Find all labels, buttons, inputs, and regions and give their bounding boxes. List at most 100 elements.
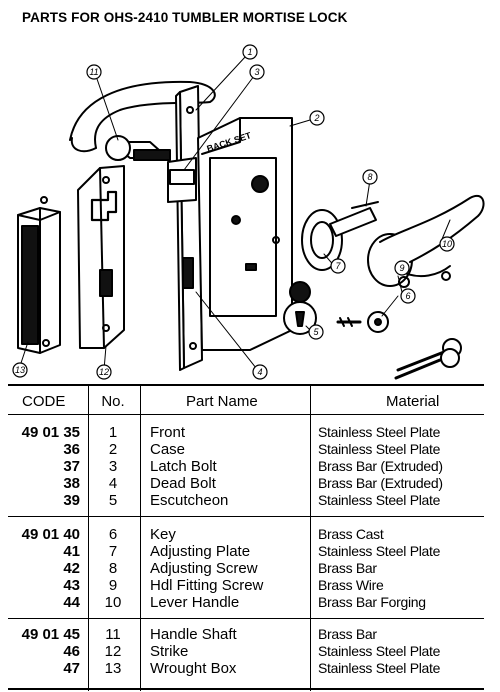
callout-8: 8 <box>362 169 378 185</box>
callout-12: 12 <box>96 364 112 380</box>
part-name-cell: Latch Bolt <box>150 458 217 475</box>
code-cell: 46 <box>63 643 80 660</box>
exploded-lock-drawing: BACK SET <box>0 30 500 380</box>
table-row: 43 9 Hdl Fitting Screw Brass Wire <box>0 577 500 594</box>
table-row: 38 4 Dead Bolt Brass Bar (Extruded) <box>0 475 500 492</box>
code-cell: 36 <box>63 441 80 458</box>
callout-4: 4 <box>252 364 268 380</box>
callout-1: 1 <box>242 44 258 60</box>
svg-text:7: 7 <box>335 261 341 271</box>
material-cell: Brass Bar (Extruded) <box>318 458 443 474</box>
callout-markers: 1 3 2 4 5 6 7 8 9 10 11 12 13 <box>12 44 455 380</box>
svg-text:3: 3 <box>254 67 259 77</box>
svg-text:4: 4 <box>257 367 262 377</box>
svg-text:5: 5 <box>313 327 319 337</box>
svg-text:11: 11 <box>89 67 98 77</box>
part-name-cell: Handle Shaft <box>150 626 237 643</box>
table-row: 49 01 40 6 Key Brass Cast <box>0 526 500 543</box>
callout-9: 9 <box>394 260 410 276</box>
adjusting-plate-part <box>301 207 377 271</box>
material-cell: Brass Bar Forging <box>318 594 426 610</box>
code-cell: 41 <box>63 543 80 560</box>
number-cell: 11 <box>105 626 121 643</box>
callout-13: 13 <box>12 362 28 378</box>
number-cell: 3 <box>108 458 118 475</box>
number-cell: 12 <box>104 643 122 660</box>
material-cell: Stainless Steel Plate <box>318 441 441 457</box>
code-cell: 39 <box>63 492 80 509</box>
number-cell: 10 <box>104 594 122 611</box>
svg-text:13: 13 <box>15 365 25 375</box>
code-cell: 47 <box>63 660 80 677</box>
number-cell: 8 <box>108 560 118 577</box>
lever-handle-right-part <box>367 195 485 288</box>
material-cell: Stainless Steel Plate <box>318 643 441 659</box>
part-name-cell: Dead Bolt <box>150 475 216 492</box>
adjusting-screw-part <box>351 201 379 209</box>
table-row: 47 13 Wrought Box Stainless Steel Plate <box>0 660 500 677</box>
number-cell: 9 <box>108 577 118 594</box>
escutcheon-part <box>283 281 317 335</box>
part-name-cell: Wrought Box <box>150 660 237 677</box>
code-cell: 42 <box>63 560 80 577</box>
number-cell: 13 <box>104 660 122 677</box>
group-divider <box>8 516 484 517</box>
page-title: PARTS FOR OHS-2410 TUMBLER MORTISE LOCK <box>22 10 348 25</box>
callout-11: 11 <box>86 64 102 80</box>
code-cell: 44 <box>63 594 80 611</box>
material-cell: Brass Bar <box>318 626 377 642</box>
lock-case-part <box>197 117 293 351</box>
part-name-cell: Hdl Fitting Screw <box>150 577 264 594</box>
callout-10: 10 <box>439 236 455 252</box>
part-name-cell: Escutcheon <box>150 492 229 509</box>
table-row: 42 8 Adjusting Screw Brass Bar <box>0 560 500 577</box>
code-cell: 43 <box>63 577 80 594</box>
part-name-cell: Lever Handle <box>150 594 240 611</box>
header-code: CODE <box>22 393 66 410</box>
table-row: 49 01 45 11 Handle Shaft Brass Bar <box>0 626 500 643</box>
material-cell: Brass Cast <box>318 526 384 542</box>
part-name-cell: Front <box>150 424 186 441</box>
part-name-cell: Adjusting Screw <box>150 560 258 577</box>
material-cell: Brass Bar (Extruded) <box>318 475 443 491</box>
table-row: 44 10 Lever Handle Brass Bar Forging <box>0 594 500 611</box>
code-cell: 49 01 45 <box>21 626 80 643</box>
table-row: 49 01 35 1 Front Stainless Steel Plate <box>0 424 500 441</box>
table-bottom-rule <box>8 688 484 690</box>
code-cell: 49 01 35 <box>21 424 80 441</box>
callout-6: 6 <box>400 288 416 304</box>
wrought-box-part <box>17 196 61 354</box>
table-row: 46 12 Strike Stainless Steel Plate <box>0 643 500 660</box>
number-cell: 1 <box>108 424 118 441</box>
part-name-cell: Case <box>150 441 186 458</box>
svg-text:8: 8 <box>367 172 372 182</box>
number-cell: 5 <box>108 492 118 509</box>
callout-5: 5 <box>308 324 324 340</box>
table-row: 39 5 Escutcheon Stainless Steel Plate <box>0 492 500 509</box>
header-part-name: Part Name <box>186 393 258 410</box>
number-cell: 6 <box>108 526 118 543</box>
code-cell: 38 <box>63 475 80 492</box>
column-divider-part <box>310 385 311 691</box>
table-row: 41 7 Adjusting Plate Stainless Steel Pla… <box>0 543 500 560</box>
table-top-rule <box>8 384 484 386</box>
header-material: Material <box>386 393 440 410</box>
code-cell: 49 01 40 <box>21 526 80 543</box>
svg-text:10: 10 <box>442 239 452 249</box>
header-no: No. <box>101 393 125 410</box>
callout-2: 2 <box>309 110 325 126</box>
svg-text:9: 9 <box>399 263 404 273</box>
column-divider-no <box>140 385 141 691</box>
svg-text:1: 1 <box>247 47 252 57</box>
callout-7: 7 <box>330 258 346 274</box>
part-name-cell: Adjusting Plate <box>150 543 251 560</box>
header-rule <box>8 414 484 415</box>
number-cell: 7 <box>108 543 118 560</box>
key-part <box>336 311 462 380</box>
svg-text:12: 12 <box>99 367 109 377</box>
material-cell: Stainless Steel Plate <box>318 492 441 508</box>
table-row: 36 2 Case Stainless Steel Plate <box>0 441 500 458</box>
code-cell: 37 <box>63 458 80 475</box>
material-cell: Stainless Steel Plate <box>318 424 441 440</box>
svg-text:2: 2 <box>313 113 319 123</box>
